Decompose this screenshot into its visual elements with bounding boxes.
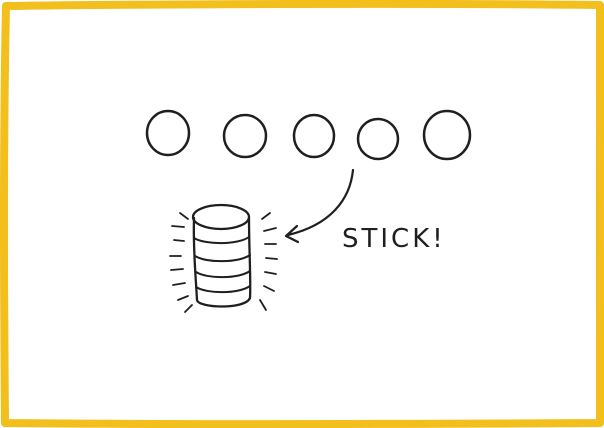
circle-icon [356,117,400,161]
circle-icon [292,113,336,159]
motion-lines-icon [169,212,278,313]
circle-icon [422,109,472,161]
stacked-discs-icon [191,203,252,308]
stick-label: STICK! [342,224,446,254]
circle-icon [145,109,191,157]
circle-row [145,109,472,161]
circle-icon [222,113,268,159]
curved-arrow-icon [284,168,355,244]
